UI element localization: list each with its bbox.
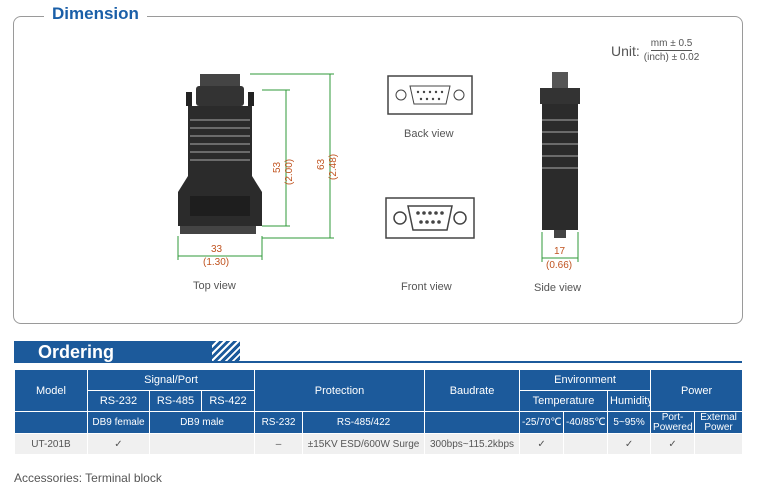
top-view-dim-lines [177, 73, 334, 260]
side-view-dim-lines [541, 232, 579, 262]
unit-bottom: (inch) ± 0.02 [643, 52, 700, 63]
header-humidity: Humidity [607, 390, 652, 412]
cell-model: UT-201B [14, 433, 88, 455]
header-db9-female: DB9 female [87, 411, 150, 434]
ordering-title: Ordering [38, 342, 115, 362]
top-view-height-in: (2.00) [284, 158, 295, 185]
unit-legend: Unit: mm ± 0.5 (inch) ± 0.02 [611, 37, 699, 64]
accessories-value: Terminal block [85, 471, 162, 485]
ordering-bar [14, 341, 742, 363]
header-prot-rs232: RS-232 [254, 411, 304, 434]
header-model-blank [14, 411, 88, 434]
cell-db9-female: ✓ [87, 433, 150, 455]
cell-external-power [694, 433, 744, 455]
front-view-drawing [385, 197, 475, 239]
top-view-width-in: (1.30) [203, 257, 230, 268]
top-view-total-mm: 63 [316, 158, 327, 170]
top-view-drawing [178, 74, 262, 234]
header-model: Model [14, 369, 88, 412]
top-view-height-mm: 53 [272, 161, 283, 173]
header-temp1: -25/70℃ [519, 411, 565, 434]
header-port-powered: Port-Powered [650, 411, 696, 434]
header-rs232: RS-232 [87, 390, 150, 412]
header-db9-male: DB9 male [148, 411, 256, 434]
header-signal-port: Signal/Port [86, 369, 256, 391]
side-view-width-mm: 17 [554, 246, 566, 257]
cell-temp2 [563, 433, 609, 455]
table-row: UT-201B ✓ – ±15KV ESD/600W Surge 300bps~… [14, 433, 744, 455]
cell-prot-rs232: – [254, 433, 304, 455]
dimension-title: Dimension [44, 4, 147, 24]
top-view-label: Top view [193, 280, 236, 292]
header-hum: 5~95% [607, 411, 652, 434]
header-temp2: -40/85℃ [563, 411, 609, 434]
cell-port-powered: ✓ [650, 433, 696, 455]
header-baudrate-blank [424, 411, 521, 434]
cell-db9-male [148, 433, 256, 455]
dimension-panel [13, 16, 743, 324]
top-view-total-in: (2.48) [328, 153, 339, 180]
side-view-width-in: (0.66) [546, 260, 573, 271]
cell-prot-rs485422: ±15KV ESD/600W Surge [302, 433, 426, 455]
cell-baudrate: 300bps~115.2kbps [424, 433, 521, 455]
top-view-width-mm: 33 [211, 244, 223, 255]
back-view-drawing [387, 75, 473, 115]
back-view-label: Back view [404, 128, 454, 140]
header-power: Power [650, 369, 744, 412]
dimension-drawing [177, 72, 580, 262]
header-protection: Protection [254, 369, 426, 412]
header-temperature: Temperature [519, 390, 609, 412]
accessories: Accessories: Terminal block [14, 471, 162, 485]
side-view-label: Side view [534, 282, 582, 294]
unit-top: mm ± 0.5 [650, 38, 693, 51]
accessories-label: Accessories: [14, 471, 83, 485]
header-environment: Environment [519, 369, 652, 391]
side-view-drawing [540, 72, 580, 238]
header-prot-rs485422: RS-485/422 [302, 411, 426, 434]
header-rs485: RS-485 [149, 390, 202, 412]
header-rs422: RS-422 [200, 390, 256, 412]
cell-temp1: ✓ [519, 433, 565, 455]
cell-hum: ✓ [607, 433, 652, 455]
header-baudrate: Baudrate [424, 369, 521, 412]
header-external-power: External Power [694, 411, 744, 434]
unit-label: Unit: [611, 42, 640, 59]
front-view-label: Front view [401, 281, 452, 293]
ordering-table: Model Signal/Port Protection Baudrate En… [14, 369, 744, 455]
unit-fraction: mm ± 0.5 (inch) ± 0.02 [644, 37, 700, 64]
